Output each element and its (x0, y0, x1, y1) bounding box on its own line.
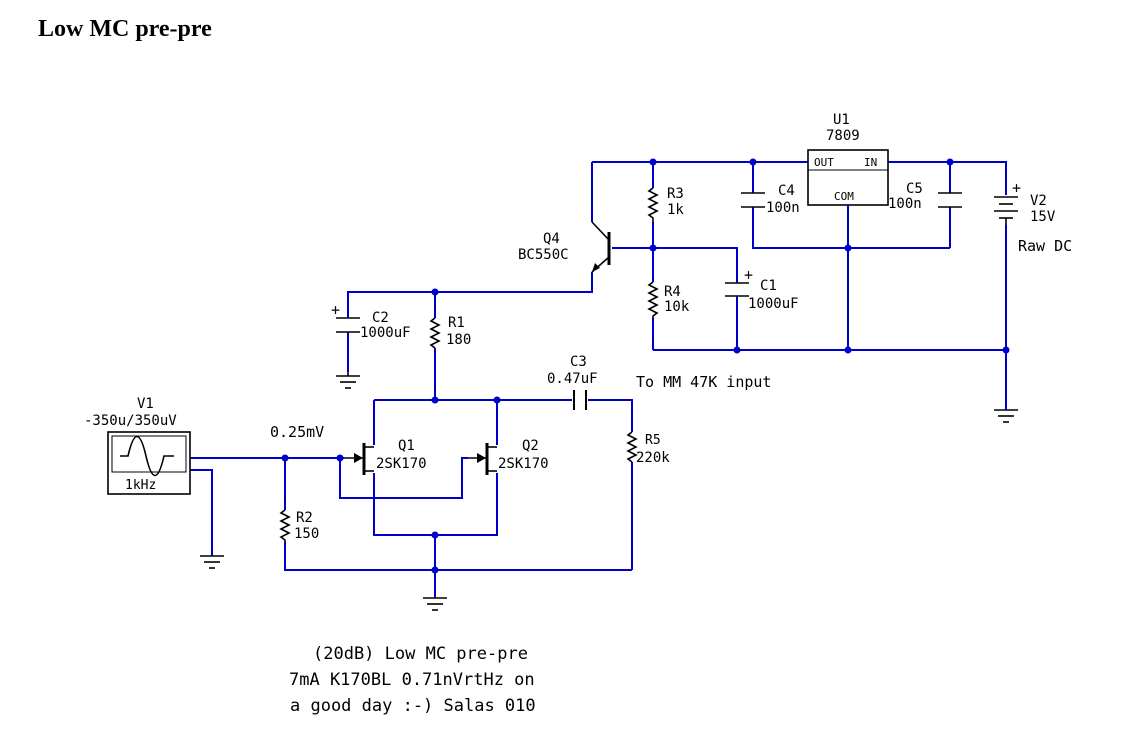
transistor-q4: Q4 BC550C (518, 221, 611, 273)
r3-value: 1k (667, 202, 684, 218)
resistor-r5: R5 220k (626, 431, 670, 466)
c1-value: 1000uF (748, 296, 799, 312)
resistor-r1: R1 180 (429, 315, 471, 349)
u1-pin-in: IN (864, 156, 877, 169)
q1-name: Q1 (398, 438, 415, 454)
q1-part: 2SK170 (376, 456, 427, 472)
output-label: To MM 47K input (636, 373, 771, 391)
v2-label: Raw DC (1018, 237, 1072, 255)
c3-name: C3 (570, 354, 587, 370)
resistor-r2: R2 150 (279, 509, 319, 542)
capacitor-c4: C4 100n (741, 183, 800, 216)
c2-plus: + (331, 301, 340, 319)
v1-value: -350u/350uV (84, 413, 177, 429)
u1-pin-com: COM (834, 190, 854, 203)
c4-value: 100n (766, 200, 800, 216)
capacitor-c5: C5 100n (888, 181, 962, 212)
note-line-2: 7mA K170BL 0.71nVrtHz on (289, 670, 535, 690)
c5-name: C5 (906, 181, 923, 197)
q4-name: Q4 (543, 231, 560, 247)
ground-icon (994, 409, 1018, 423)
circuit-notes: (20dB) Low MC pre-pre 7mA K170BL 0.71nVr… (289, 644, 536, 716)
r4-value: 10k (664, 299, 690, 315)
ground-icon (423, 597, 447, 611)
c4-name: C4 (778, 183, 795, 199)
note-line-1: (20dB) Low MC pre-pre (313, 644, 528, 664)
c1-plus: + (744, 266, 753, 284)
battery-v2: + V2 15V Raw DC (994, 179, 1072, 255)
v1-freq: 1kHz (125, 478, 156, 493)
u1-part: 7809 (826, 128, 860, 144)
note-line-3: a good day :-) Salas 010 (290, 696, 536, 716)
transistor-q2: Q2 2SK170 (468, 438, 549, 475)
q4-part: BC550C (518, 247, 569, 263)
c1-name: C1 (760, 278, 777, 294)
v2-plus: + (1012, 179, 1021, 197)
transistor-q1: Q1 2SK170 (344, 438, 427, 475)
input-level-label: 0.25mV (270, 423, 324, 441)
ground-icon (336, 372, 360, 389)
q2-part: 2SK170 (498, 456, 549, 472)
u1-name: U1 (833, 112, 850, 128)
capacitor-c3: C3 0.47uF (547, 354, 598, 410)
capacitor-c1: + C1 1000uF (725, 266, 799, 312)
resistor-r3: R3 1k (647, 186, 684, 222)
r4-name: R4 (664, 284, 681, 300)
r2-name: R2 (296, 510, 313, 526)
signal-source-v1: V1 -350u/350uV 1kHz (84, 396, 191, 495)
ground-icon (200, 555, 224, 569)
r5-name: R5 (645, 433, 661, 448)
r1-value: 180 (446, 332, 471, 348)
regulator-u1: U1 7809 OUT IN COM (807, 112, 889, 206)
capacitor-c2: + C2 1000uF (331, 301, 411, 341)
u1-pin-out: OUT (814, 156, 834, 169)
sine-wave-icon (120, 435, 174, 477)
c5-value: 100n (888, 196, 922, 212)
q2-name: Q2 (522, 438, 539, 454)
c2-name: C2 (372, 310, 389, 326)
v2-value: 15V (1030, 209, 1056, 225)
r5-value: 220k (636, 450, 670, 466)
r2-value: 150 (294, 526, 319, 542)
r1-name: R1 (448, 315, 465, 331)
v1-name: V1 (137, 396, 154, 412)
v2-name: V2 (1030, 193, 1047, 209)
r3-name: R3 (667, 186, 684, 202)
c3-value: 0.47uF (547, 371, 598, 387)
c2-value: 1000uF (360, 325, 411, 341)
junction-dots (281, 158, 1010, 574)
resistor-r4: R4 10k (647, 281, 690, 318)
page-title: Low MC pre-pre (38, 16, 212, 42)
ground-symbols (200, 372, 1018, 611)
